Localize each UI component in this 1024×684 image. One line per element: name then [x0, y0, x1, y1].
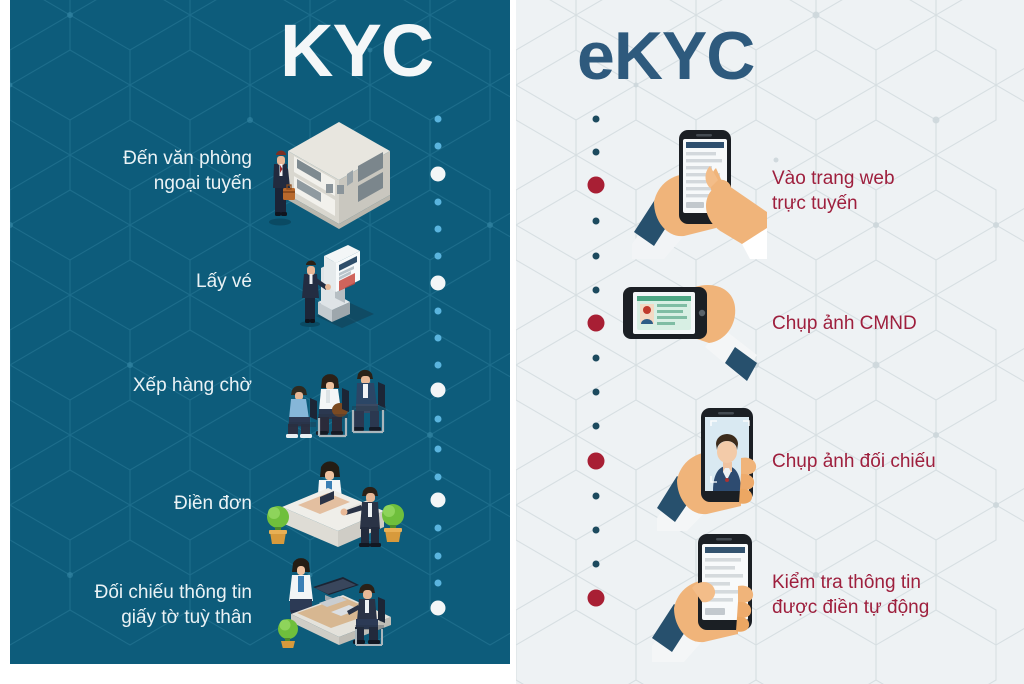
timeline-dot: [434, 473, 442, 481]
timeline-dot-major: [430, 600, 446, 616]
timeline-dot: [434, 252, 442, 260]
kyc-step-2-label: Lấy vé: [196, 271, 252, 292]
desk-customer: [340, 486, 381, 547]
timeline-dot: [592, 560, 600, 568]
potted-plant: [278, 619, 298, 648]
ticket-kiosk-icon: [300, 245, 374, 328]
seated-person-3: [351, 369, 386, 434]
ekyc-step-3-label: Chụp ảnh đối chiếu: [772, 451, 936, 472]
timeline-dot: [434, 115, 442, 123]
timeline-dot-major: [587, 176, 605, 194]
kyc-panel: KYC: [10, 0, 510, 664]
person-at-kiosk: [300, 260, 331, 327]
timeline-dot: [592, 388, 600, 396]
ekyc-step-1-label: Vào trang web trực tuyến: [772, 168, 895, 215]
businessman-figure: [269, 150, 295, 226]
timeline-dot: [592, 492, 600, 500]
reception-desk-icon: [267, 461, 404, 547]
timeline-dot: [434, 361, 442, 369]
timeline-dot-major: [587, 452, 605, 470]
timeline-dot-major: [430, 166, 446, 182]
timeline-dot: [434, 415, 442, 423]
phone-autofilled-form-icon: [652, 534, 754, 662]
kyc-step-5-label: Đối chiếu thông tin giấy tờ tuỳ thân: [94, 582, 252, 629]
timeline-dot-major: [430, 492, 446, 508]
timeline-dot: [592, 422, 600, 430]
seated-person-2: [316, 374, 349, 438]
timeline-dot: [592, 526, 600, 534]
timeline-dot: [434, 445, 442, 453]
timeline-dot: [592, 286, 600, 294]
phone-selfie-face-icon: [657, 408, 757, 531]
timeline-dot: [592, 148, 600, 156]
timeline-dot-major: [430, 382, 446, 398]
potted-plant-left: [267, 506, 289, 544]
timeline-dot: [434, 552, 442, 560]
timeline-dot: [592, 115, 600, 123]
timeline-dot: [434, 225, 442, 233]
timeline-dot: [592, 354, 600, 362]
timeline-dot: [434, 334, 442, 342]
timeline-dot: [434, 142, 442, 150]
phone-browsing-web-icon: [632, 130, 767, 259]
kyc-step-3-label: Xếp hàng chờ: [132, 375, 252, 396]
timeline-dot: [434, 524, 442, 532]
waiting-queue-icon: [286, 369, 386, 438]
timeline-dot-major: [587, 589, 605, 607]
ekyc-step-4-label: Kiểm tra thông tin được điền tự động: [772, 572, 930, 619]
seated-person-1: [286, 385, 317, 438]
document-verification-desk-icon: [278, 558, 391, 648]
office-building-icon: [269, 122, 390, 229]
timeline-dot: [592, 252, 600, 260]
timeline-dot-major: [587, 314, 605, 332]
timeline-dot-major: [430, 275, 446, 291]
ekyc-panel: eKYC: [516, 0, 1024, 684]
phone-capture-id-card-icon: [623, 285, 757, 381]
seated-client: [347, 583, 385, 646]
kyc-timeline-dots: [423, 0, 453, 664]
kyc-title: KYC: [280, 9, 434, 92]
ekyc-title: eKYC: [577, 18, 755, 94]
timeline-dot: [434, 198, 442, 206]
timeline-dot: [592, 217, 600, 225]
kyc-step-1-label: Đến văn phòng ngoại tuyến: [123, 148, 252, 195]
timeline-dot: [434, 307, 442, 315]
potted-plant-right: [382, 504, 404, 542]
ekyc-step-2-label: Chụp ảnh CMND: [772, 313, 917, 334]
timeline-dot: [434, 579, 442, 587]
ekyc-timeline-dots: [581, 0, 611, 684]
kyc-step-4-label: Điền đơn: [174, 493, 252, 514]
